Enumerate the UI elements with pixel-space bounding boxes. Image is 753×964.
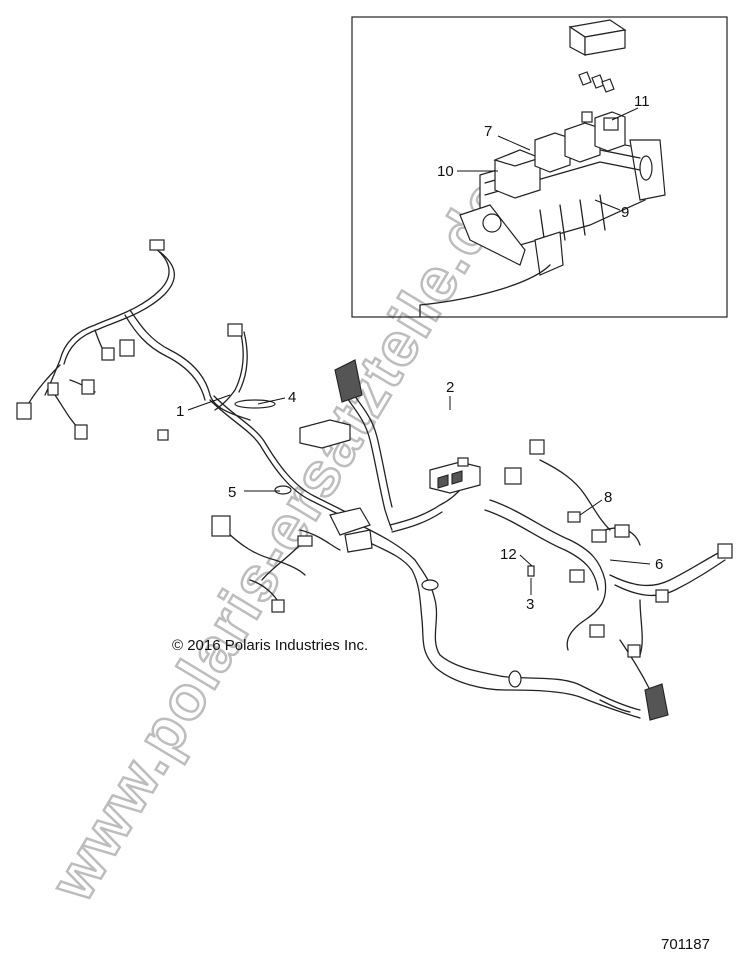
callout-3: 3	[526, 578, 534, 613]
inset-wire	[419, 264, 551, 318]
callout-5: 5	[228, 484, 280, 501]
callout-1: 1	[176, 394, 231, 420]
svg-text:4: 4	[288, 389, 296, 406]
callout-8: 8	[579, 489, 612, 516]
svg-text:6: 6	[655, 556, 663, 573]
fuse-box-inset: 7 10 11 9	[351, 16, 728, 318]
callout-11: 11	[611, 93, 650, 121]
callout-2: 2	[446, 379, 454, 410]
callout-6: 6	[609, 556, 663, 573]
copyright-text: © 2016 Polaris Industries Inc.	[172, 637, 368, 654]
diagram-id: 701187	[661, 936, 710, 953]
svg-text:3: 3	[526, 596, 534, 613]
callout-7: 7	[484, 123, 531, 151]
relay-cluster	[493, 111, 626, 199]
svg-text:11: 11	[634, 93, 650, 110]
svg-text:5: 5	[228, 484, 236, 501]
svg-text:7: 7	[484, 123, 492, 140]
svg-text:12: 12	[500, 546, 517, 563]
callout-4: 4	[257, 389, 296, 406]
callout-10: 10	[437, 163, 498, 180]
fuse-pair	[578, 71, 615, 93]
svg-text:1: 1	[176, 403, 184, 420]
fuse-cover	[568, 19, 627, 56]
watermark-text: www.polaris-ersatzteile.de	[37, 167, 523, 913]
svg-text:8: 8	[604, 489, 612, 506]
callout-12: 12	[500, 546, 533, 567]
inset-frame	[351, 16, 728, 318]
svg-text:2: 2	[446, 379, 454, 396]
svg-text:10: 10	[437, 163, 454, 180]
svg-text:9: 9	[621, 204, 629, 221]
callout-9: 9	[594, 199, 629, 221]
